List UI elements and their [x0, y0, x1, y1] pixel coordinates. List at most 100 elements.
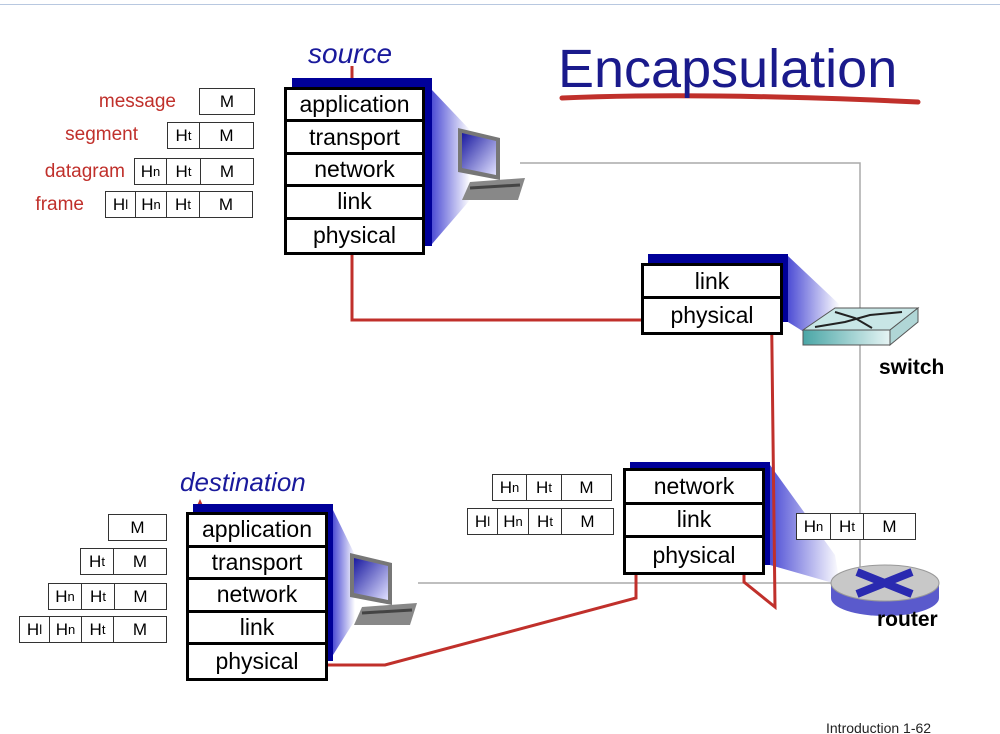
slide-footer: Introduction 1-62	[826, 720, 932, 734]
cell-text: M	[219, 91, 235, 111]
packet-label-datagram: datagram	[44, 161, 125, 182]
cell-text: H	[839, 516, 852, 536]
source-computer-icon	[458, 128, 525, 200]
layer-network: network	[626, 471, 762, 505]
layer-physical: physical	[670, 302, 754, 328]
layer-transport: transport	[189, 548, 325, 581]
layer-physical: physical	[312, 222, 397, 249]
cell-text: H	[503, 511, 516, 531]
packet-label-message: message	[98, 91, 176, 112]
cell-text: H	[140, 161, 154, 181]
message-payload: M	[199, 192, 252, 217]
cell-text: H	[175, 194, 188, 214]
message-payload: M	[199, 123, 253, 148]
packet-message: M	[199, 88, 255, 115]
link-line	[520, 162, 861, 590]
title-underline	[559, 93, 921, 105]
cell-text: M	[132, 551, 148, 571]
source-label: source	[308, 38, 393, 69]
router-label: router	[877, 608, 938, 631]
cell-text: H	[112, 194, 126, 214]
top-divider	[0, 4, 1000, 5]
packet-label-segment: segment	[65, 124, 138, 145]
layer-link: link	[287, 187, 422, 220]
router-icon	[830, 564, 940, 616]
layer-physical: physical	[652, 541, 736, 568]
cell-text: H	[89, 619, 102, 639]
layer-network: network	[189, 580, 325, 613]
cell-text: M	[130, 517, 145, 537]
message-payload: M	[113, 617, 166, 642]
cell-text: H	[536, 477, 549, 497]
cell-text: H	[499, 477, 513, 497]
cell-text: H	[26, 619, 40, 639]
cell-text: M	[580, 511, 595, 531]
message-payload: M	[561, 475, 611, 500]
message-payload: M	[109, 515, 166, 540]
message-payload: M	[114, 584, 166, 609]
cell-text: H	[537, 511, 550, 531]
cell-text: M	[882, 516, 897, 536]
dest-fan	[333, 510, 355, 655]
layer-application: application	[189, 515, 325, 548]
layer-transport: transport	[287, 122, 422, 155]
cell-text: M	[218, 194, 234, 214]
layer-link: link	[626, 505, 762, 539]
layer-network: network	[287, 155, 422, 188]
source-fan	[432, 90, 470, 244]
slide-title: Encapsulation	[558, 39, 898, 99]
destination-computer-icon	[350, 553, 417, 625]
message-payload: M	[863, 514, 915, 539]
message-payload: M	[113, 549, 166, 574]
cell-text: H	[474, 511, 488, 531]
message-payload: M	[200, 159, 253, 184]
packet-message: M	[108, 514, 167, 541]
cell-text: M	[132, 619, 148, 639]
packet-label-frame: frame	[35, 194, 84, 215]
cell-text: H	[175, 161, 188, 181]
cell-text: H	[89, 551, 102, 571]
switch-protocol-stack: link physical	[641, 263, 783, 335]
cell-text: M	[579, 477, 594, 497]
cell-text: H	[55, 586, 68, 606]
destination-label: destination	[180, 467, 306, 497]
cell-text: H	[55, 619, 69, 639]
layer-link: link	[644, 266, 780, 299]
cell-text: H	[175, 125, 188, 145]
layer-physical: physical	[215, 648, 299, 675]
cell-text: M	[219, 125, 234, 145]
message-payload: M	[561, 509, 613, 534]
cell-text: H	[141, 194, 154, 214]
switch-icon	[801, 306, 920, 347]
switch-label: switch	[879, 356, 945, 379]
layer-link: link	[189, 613, 325, 646]
